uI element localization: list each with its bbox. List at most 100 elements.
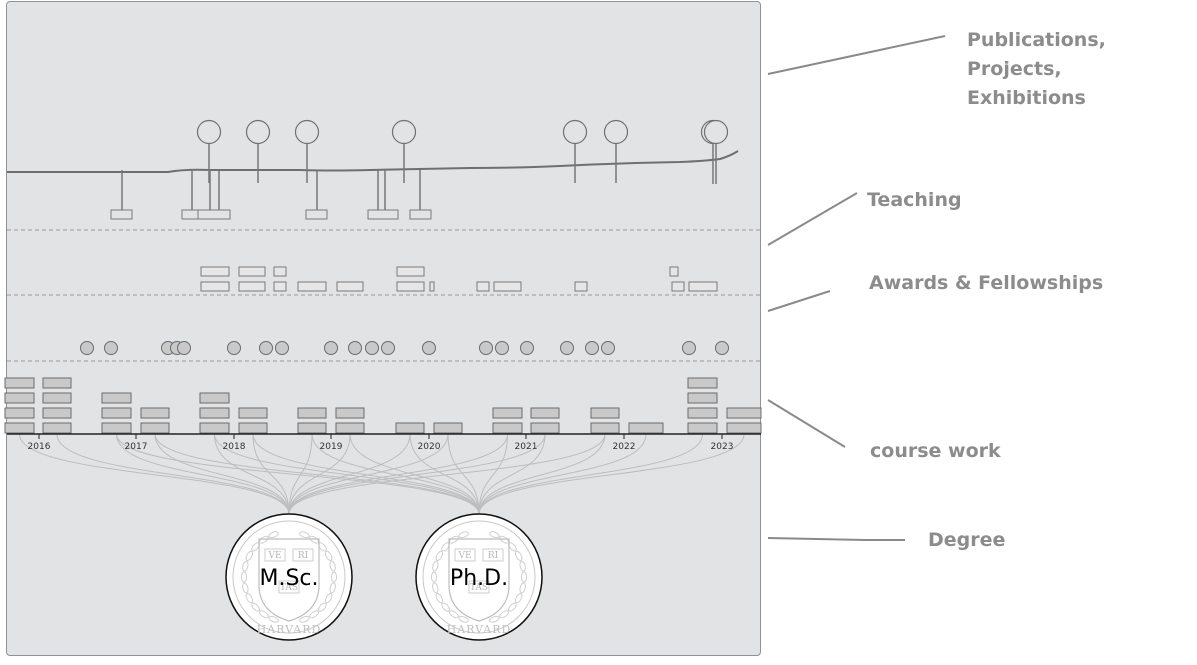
teaching-box	[493, 281, 522, 292]
seal-laurel-leaf	[258, 610, 269, 619]
teaching-box	[336, 281, 364, 292]
course-box	[199, 407, 230, 419]
course-box	[687, 377, 718, 389]
course-box	[42, 422, 72, 434]
degree-link	[19, 433, 290, 515]
award-circle	[422, 341, 436, 355]
axis-tick-label-2016: 2016	[28, 442, 51, 452]
course-box	[199, 422, 230, 434]
award-circle	[715, 341, 729, 355]
seal-laurel-leaf	[515, 550, 523, 561]
course-box	[492, 407, 523, 419]
project-box	[197, 209, 231, 220]
award-circle	[585, 341, 599, 355]
degree-link	[478, 433, 606, 515]
seal-shield	[258, 538, 320, 622]
seal-book	[292, 548, 314, 562]
teaching-box	[200, 266, 230, 277]
teaching-box	[297, 281, 327, 292]
award-circle	[560, 341, 574, 355]
degree-link	[478, 433, 546, 515]
course-box	[140, 422, 170, 434]
award-circle	[601, 341, 615, 355]
course-box	[140, 407, 170, 419]
teaching-box	[396, 266, 425, 277]
seal-laurel-leaf	[499, 610, 510, 619]
seal-laurel-leaf	[242, 560, 249, 572]
award-circle	[365, 341, 379, 355]
seal-laurel-leaf	[299, 615, 310, 623]
degree-link	[288, 433, 449, 515]
callout-leader-line	[767, 35, 946, 75]
seal-laurel-leaf	[318, 602, 327, 612]
degree-link	[478, 433, 647, 515]
degree-link	[116, 433, 480, 515]
award-circle	[348, 341, 362, 355]
publication-timeline-curve	[7, 150, 739, 173]
seal-motto-text: TAS	[280, 583, 298, 593]
degree-link	[349, 433, 480, 515]
callout-leader-line	[767, 399, 846, 448]
seal-motto-text: RI	[298, 551, 309, 561]
project-box	[110, 209, 133, 220]
seal-motto-text: VE	[457, 551, 471, 561]
seal-laurel-leaf	[309, 610, 320, 619]
seal-laurel-leaf	[329, 560, 336, 572]
degree-link	[154, 433, 290, 515]
course-box	[590, 407, 620, 419]
seal-laurel-leaf	[258, 535, 269, 544]
award-circle	[227, 341, 241, 355]
award-circle	[520, 341, 534, 355]
award-circle	[381, 341, 395, 355]
course-box	[433, 422, 463, 434]
seal-laurel-leaf	[448, 610, 459, 619]
seal-book	[264, 548, 286, 562]
publication-circle	[562, 119, 588, 145]
project-box	[367, 209, 399, 220]
axis-tick-label-2022: 2022	[613, 442, 636, 452]
degree-link	[478, 433, 745, 515]
course-box	[42, 392, 72, 404]
degree-link	[252, 433, 290, 515]
course-box	[297, 422, 327, 434]
course-box	[590, 422, 620, 434]
course-box	[101, 422, 132, 434]
teaching-box	[238, 281, 266, 292]
seal-laurel-leaf	[331, 571, 337, 583]
award-circle	[259, 341, 273, 355]
seal-laurel-leaf	[448, 535, 459, 544]
seal-laurel-leaf	[299, 531, 310, 539]
course-box	[101, 407, 132, 419]
teaching-box	[429, 281, 435, 292]
teaching-label: Teaching	[867, 189, 962, 211]
axis-tick-label-2017: 2017	[125, 442, 148, 452]
course-box	[4, 377, 35, 389]
seal-laurel-leaf	[432, 582, 439, 594]
teaching-box	[476, 281, 490, 292]
course-box	[395, 422, 425, 434]
course-box	[42, 377, 72, 389]
course-box	[726, 407, 762, 419]
teaching-box	[396, 281, 425, 292]
seal-motto-text: VE	[267, 551, 281, 561]
seal-ring-text: HARVARD	[257, 623, 322, 636]
project-box	[181, 209, 201, 220]
callout-leader-line	[767, 192, 858, 246]
course-box	[687, 392, 718, 404]
course-box	[726, 422, 762, 434]
degree-label: Degree	[928, 529, 1006, 551]
seal-ring-text: HARVARD	[447, 623, 512, 636]
course-box	[199, 392, 230, 404]
seal-laurel-leaf	[245, 550, 253, 561]
seal-laurel-leaf	[242, 582, 249, 594]
seal-laurel-leaf	[499, 535, 510, 544]
seal-motto-text: TAS	[470, 583, 488, 593]
seal-laurel-leaf	[435, 593, 443, 604]
teaching-box	[200, 281, 230, 292]
seal-motto-text: RI	[488, 551, 499, 561]
course-box	[238, 407, 268, 419]
seal-laurel-leaf	[458, 531, 469, 539]
